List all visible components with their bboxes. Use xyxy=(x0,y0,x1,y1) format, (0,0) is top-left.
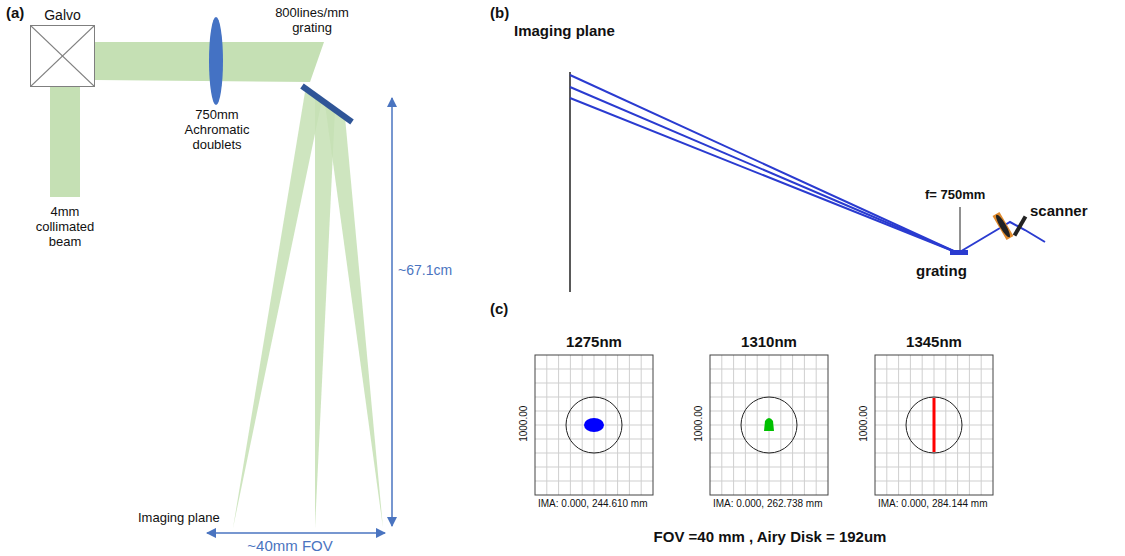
image-coordinate: IMA: 0.000, 244.610 mm xyxy=(538,498,698,510)
spot-frame xyxy=(710,355,828,495)
lens-label: 750mm Achromatic doublets xyxy=(178,108,256,153)
scanner-label: scanner xyxy=(1030,202,1110,219)
diffracted-beam xyxy=(325,104,383,528)
wavelength-title: 1345nm xyxy=(884,333,984,350)
grating xyxy=(302,86,352,122)
spot-1275 xyxy=(584,418,604,432)
airy-disk xyxy=(906,397,962,453)
ray-trace xyxy=(570,75,1045,253)
fov-arrow xyxy=(207,532,385,534)
diffracted-beam xyxy=(233,92,322,528)
plane-label: Imaging plane xyxy=(514,22,634,39)
node-title: Galvo xyxy=(11,7,114,23)
image-coordinate: IMA: 0.000, 284.144 mm xyxy=(878,498,1038,510)
galvo-box: Galvo xyxy=(30,25,95,87)
airy-disk xyxy=(741,397,797,453)
length-arrow xyxy=(391,98,393,526)
scanner-mirror xyxy=(1013,215,1027,236)
grating-label: 800lines/mm grating xyxy=(266,6,358,36)
image-coordinate: IMA: 0.000, 262.738 mm xyxy=(713,498,873,510)
achromatic-lens xyxy=(209,17,223,105)
panel-label: (c) xyxy=(490,300,520,317)
airy-disk xyxy=(566,397,622,453)
beam-label: 4mm collimated beam xyxy=(28,205,102,250)
spot-1345 xyxy=(933,398,936,452)
panel-label: (a) xyxy=(6,4,36,21)
imaging-plane-line xyxy=(569,72,571,292)
grating-element xyxy=(950,250,968,255)
input-beam xyxy=(50,87,80,197)
scanner-element xyxy=(993,212,1014,240)
focal-length: f= 750mm xyxy=(925,188,1005,203)
spot-1310 xyxy=(764,418,774,431)
focal-marker xyxy=(960,207,961,250)
wavelength-title: 1310nm xyxy=(719,333,819,350)
figure-caption: FOV =40 mm , Airy Disk = 192um xyxy=(560,528,980,545)
grating-label: grating xyxy=(916,262,986,279)
spot-diagrams xyxy=(535,355,993,495)
scale-label: 1000.00 xyxy=(518,394,530,454)
length-dimension: ~67.1cm xyxy=(398,262,468,278)
plane-label: Imaging plane xyxy=(138,511,230,526)
galvo-cross xyxy=(31,26,94,86)
wavelength-title: 1275nm xyxy=(544,333,644,350)
panel-label: (b) xyxy=(490,4,520,21)
spot-frame xyxy=(535,355,653,495)
scale-label: 1000.00 xyxy=(858,394,870,454)
diffracted-beam xyxy=(315,98,335,528)
fov-dimension: ~40mm FOV xyxy=(230,537,350,554)
spot-frame xyxy=(875,355,993,495)
scale-label: 1000.00 xyxy=(693,394,705,454)
